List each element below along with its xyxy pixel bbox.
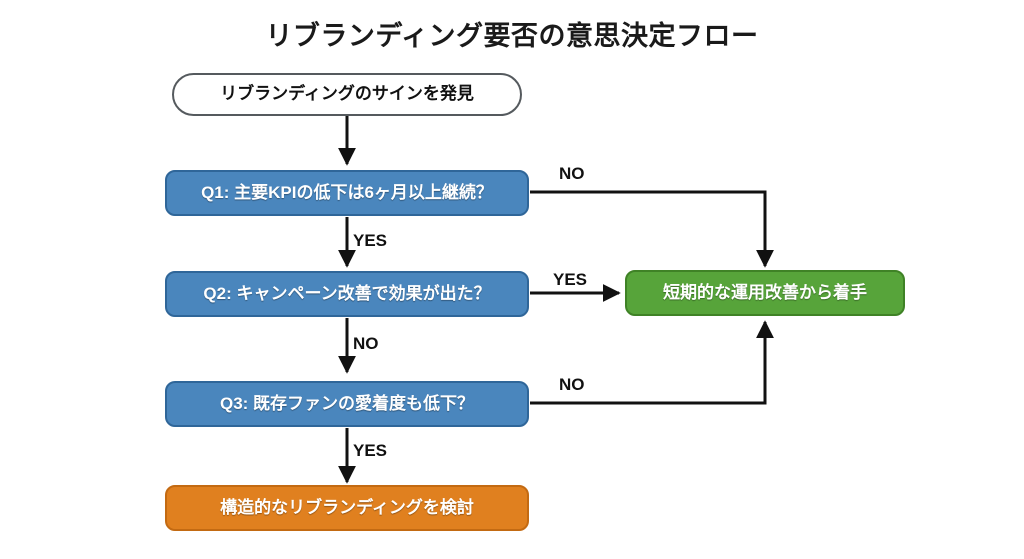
edge-q3-no [530, 320, 774, 405]
node-short-term-label: 短期的な運用改善から着手 [663, 282, 867, 302]
edge-q1-no [530, 190, 774, 268]
node-start[interactable]: リブランディングのサインを発見 [172, 73, 522, 116]
page-title: リブランディング要否の意思決定フロー [265, 21, 759, 51]
edge-label-q3-no: NO [559, 375, 585, 394]
edge-label-q1-yes: YES [353, 231, 388, 250]
node-q1[interactable]: Q1: 主要KPIの低下は6ヶ月以上継続？ [165, 170, 529, 216]
edge-label-q2-no: NO [353, 334, 379, 353]
node-rebrand-outcome[interactable]: 構造的なリブランディングを検討 [165, 485, 529, 531]
edge-label-q1-no: NO [559, 164, 585, 183]
node-q1-label: Q1: 主要KPIの低下は6ヶ月以上継続？ [201, 182, 493, 202]
node-q2-label: Q2: キャンペーン改善で効果が出た？ [203, 283, 491, 303]
node-start-label: リブランディングのサインを発見 [220, 84, 474, 104]
node-q3[interactable]: Q3: 既存ファンの愛着度も低下？ [165, 381, 529, 427]
edge-label-q3-yes: YES [353, 441, 388, 460]
edge-label-q2-yes: YES [553, 270, 588, 289]
node-q3-label: Q3: 既存ファンの愛着度も低下？ [219, 393, 475, 413]
node-q2[interactable]: Q2: キャンペーン改善で効果が出た？ [165, 271, 529, 317]
node-rebrand-label: 構造的なリブランディングを検討 [220, 497, 474, 517]
node-short-term-outcome[interactable]: 短期的な運用改善から着手 [625, 270, 905, 316]
